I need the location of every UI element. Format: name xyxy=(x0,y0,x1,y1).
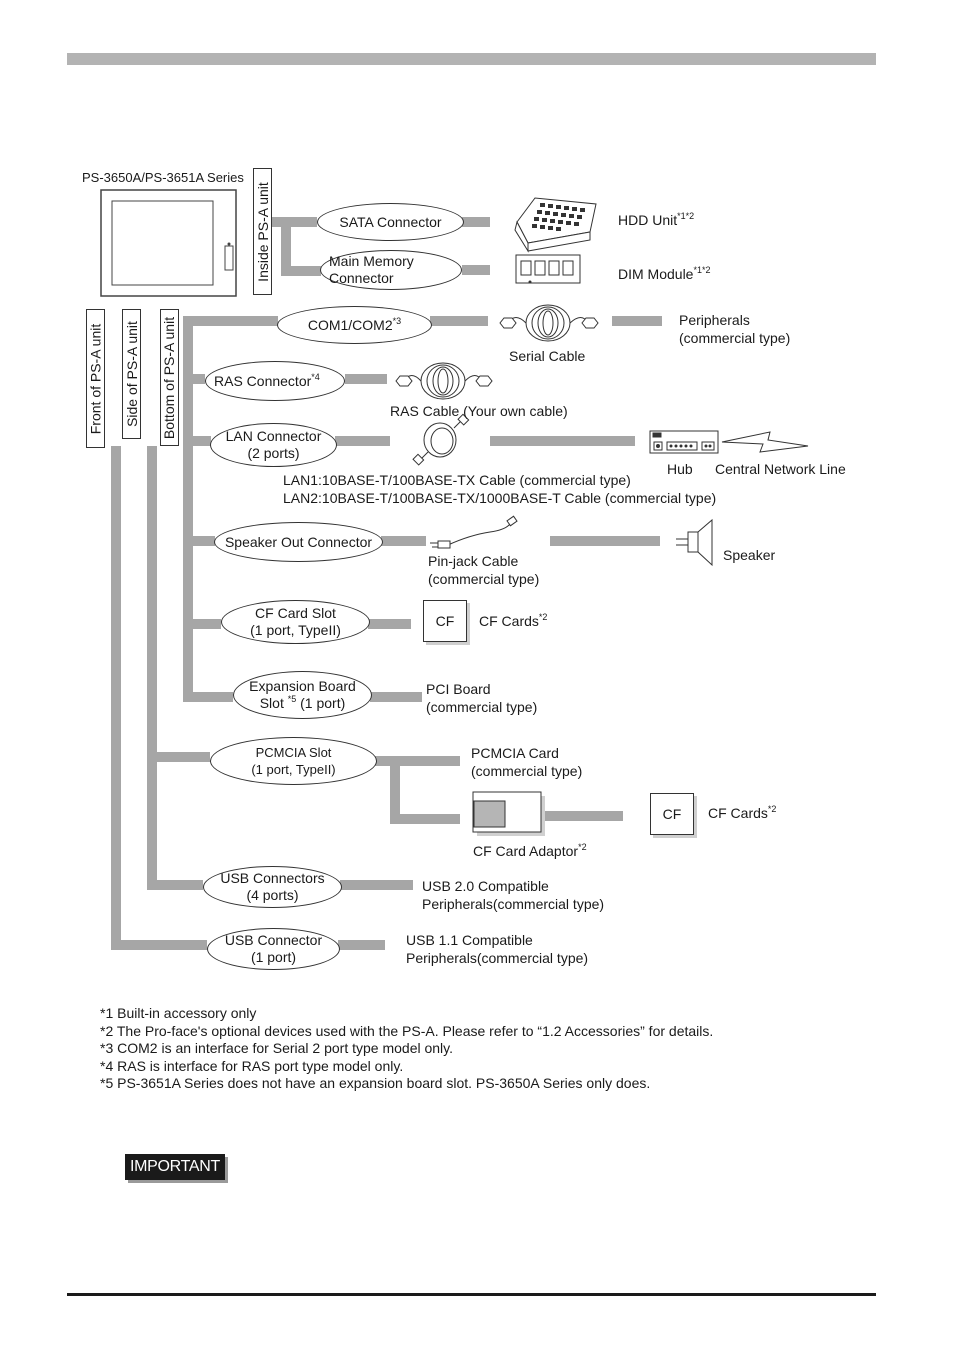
dim-module-image xyxy=(515,254,581,284)
lan-cable-image xyxy=(412,413,470,466)
sata-connector-oval: SATA Connector xyxy=(317,203,464,241)
pcmcia-slot-oval: PCMCIA Slot(1 port, TypeII) xyxy=(210,737,377,785)
cf-card-slot-oval: CF Card Slot(1 port, TypeII) xyxy=(221,600,370,644)
peripherals-label: Peripherals(commercial type) xyxy=(679,312,791,346)
hub-label: Hub xyxy=(667,461,693,477)
usb-connectors-oval: USB Connectors(4 ports) xyxy=(203,866,342,908)
lan-connector-oval: LAN Connector(2 ports) xyxy=(210,423,337,467)
footnote: *2 The Pro-face's optional devices used … xyxy=(100,1022,714,1039)
dim-module-label: DIM Module*1*2 xyxy=(618,265,711,283)
cf-card-image-2: CF xyxy=(650,793,694,835)
pcmcia-card-label: PCMCIA Card(commercial type) xyxy=(471,745,583,779)
ras-cable-image xyxy=(395,362,493,400)
hub-image xyxy=(649,430,719,454)
unit-label-side: Side of PS-A unit xyxy=(122,309,141,439)
connection-wires xyxy=(111,217,662,950)
cf-card-adaptor-image xyxy=(472,791,545,836)
unit-label-inside: Inside PS-A unit xyxy=(253,168,272,295)
expansion-board-slot-oval: Expansion Board Slot *5 (1 port) xyxy=(233,671,372,719)
footnote: *3 COM2 is an interface for Serial 2 por… xyxy=(100,1040,454,1057)
speaker-label: Speaker xyxy=(723,547,776,563)
important-badge: IMPORTANT xyxy=(125,1154,225,1180)
serial-cable-label: Serial Cable xyxy=(509,348,586,364)
unit-label-front: Front of PS-A unit xyxy=(86,309,105,448)
lan1-cable-label: LAN1:10BASE-T/100BASE-TX Cable (commerci… xyxy=(283,472,631,488)
central-network-line-label: Central Network Line xyxy=(715,461,846,477)
footnote: *5 PS-3651A Series does not have an expa… xyxy=(100,1075,651,1092)
serial-cable-image xyxy=(499,304,599,342)
lan2-cable-label: LAN2:10BASE-T/100BASE-TX/1000BASE-T Cabl… xyxy=(283,490,717,506)
ps-a-unit-image xyxy=(100,189,237,297)
header-bar xyxy=(67,53,876,65)
footnote: *4 RAS is interface for RAS port type mo… xyxy=(100,1057,404,1074)
cf-cards-label: CF Cards*2 xyxy=(479,612,548,630)
pinjack-cable-label: Pin-jack Cable(commercial type) xyxy=(428,553,540,587)
speaker-image xyxy=(676,518,713,567)
network-lightning-icon xyxy=(721,431,809,453)
pci-board-label: PCI Board(commercial type) xyxy=(426,681,538,715)
cf-card-adaptor-label: CF Card Adaptor*2 xyxy=(473,842,587,860)
ras-connector-oval: RAS Connector*4 xyxy=(205,361,345,401)
footer-rule xyxy=(67,1293,876,1296)
pinjack-cable-image xyxy=(430,515,518,549)
device-model-label: PS-3650A/PS-3651A Series xyxy=(82,170,244,185)
hdd-unit-label: HDD Unit*1*2 xyxy=(618,211,695,229)
speaker-out-connector-oval: Speaker Out Connector xyxy=(214,522,383,562)
footnotes: *1 Built-in accessory only *2 The Pro-fa… xyxy=(100,1005,713,1093)
ras-cable-label: RAS Cable (Your own cable) xyxy=(390,403,568,419)
cf-cards-label-2: CF Cards*2 xyxy=(708,804,777,822)
com-connector-oval: COM1/COM2*3 xyxy=(277,306,432,344)
unit-label-bottom: Bottom of PS-A unit xyxy=(160,309,179,446)
footnote: *1 Built-in accessory only xyxy=(100,1005,257,1021)
usb-connector-oval: USB Connector(1 port) xyxy=(207,928,340,970)
cf-card-image: CF xyxy=(423,600,467,642)
hdd-unit-image xyxy=(514,197,597,253)
